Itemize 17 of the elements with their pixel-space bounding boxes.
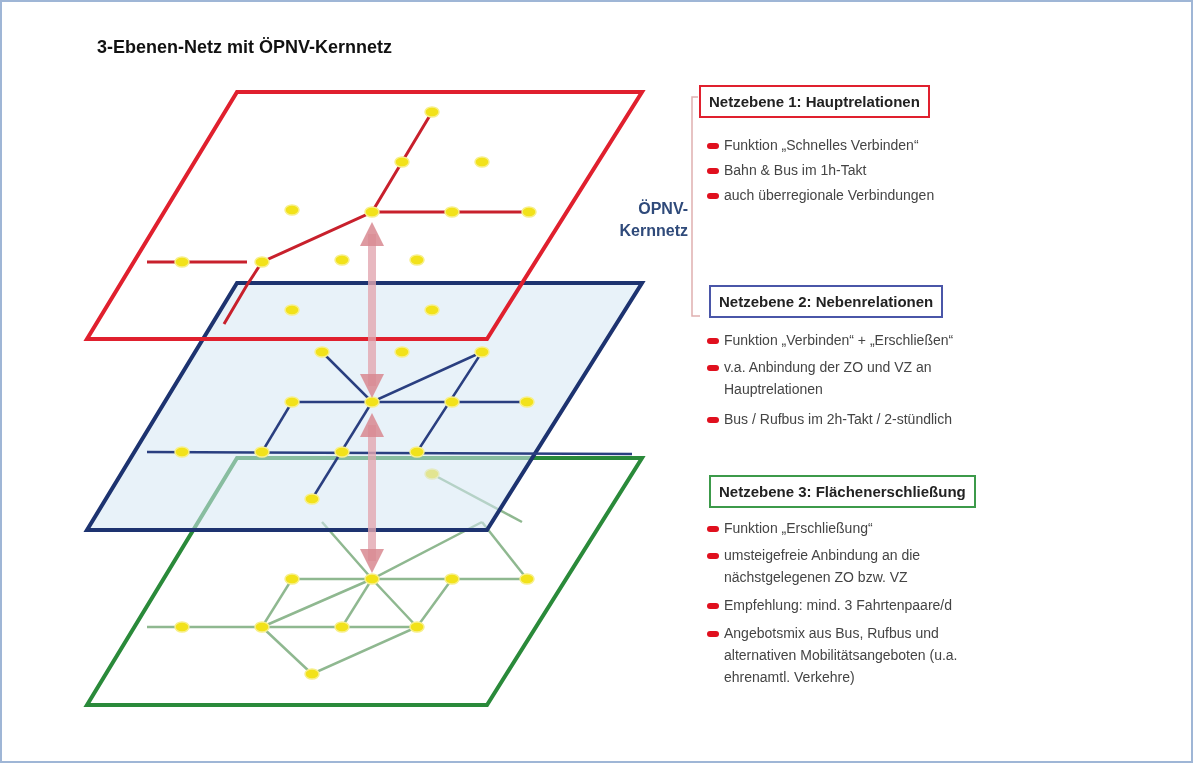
- bullet-text: Funktion „Verbinden“ + „Erschließen“: [724, 331, 955, 350]
- bullet-text: Empfehlung: mind. 3 Fahrtenpaare/d: [724, 596, 954, 615]
- heading-box: Netzebene 3: Flächenerschließung: [709, 475, 976, 508]
- network-label: ÖPNV- Kernnetz: [618, 198, 688, 241]
- bullet-text: v.a. Anbindung der ZO und VZ an Hauptrelationen: [724, 358, 933, 399]
- bullet-text: Funktion „Erschließung“: [724, 519, 874, 538]
- bullet-text: Angebotsmix aus Bus, Rufbus und alternativen Mobilitätsangeboten (u.a. ehrenamtl. Verkehre): [724, 624, 959, 687]
- double-arrow: [360, 222, 384, 398]
- heading-box: Netzebene 1: Hauptrelationen: [699, 85, 930, 118]
- bullet-text: Bahn & Bus im 1h-Takt: [724, 161, 868, 180]
- double-arrow: [360, 413, 384, 573]
- heading-box: Netzebene 2: Nebenrelationen: [709, 285, 944, 318]
- bullet-text: auch überregionale Verbindungen: [724, 186, 936, 205]
- diagram-title: 3-Ebenen-Netz mit ÖPNV-Kernnetz: [97, 37, 393, 58]
- bullet-text: Bus / Rufbus im 2h-Takt / 2-stündlich: [724, 410, 953, 429]
- bullet-text: Funktion „Schnelles Verbinden“: [724, 136, 920, 155]
- bullet-text: umsteigefreie Anbindung an die nächstgelegenen ZO bzw. VZ: [724, 546, 922, 587]
